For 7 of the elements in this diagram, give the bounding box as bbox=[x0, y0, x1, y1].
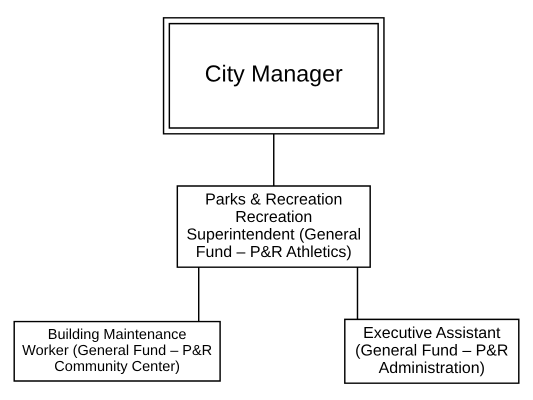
node-box: Executive Assistant (General Fund – P&R Administration) bbox=[344, 318, 520, 384]
connector bbox=[273, 134, 274, 186]
connector bbox=[356, 266, 358, 319]
node-box: Building Maintenance Worker (General Fund – P&R Community Center) bbox=[13, 320, 221, 382]
connector bbox=[198, 266, 200, 321]
node-box: Parks & Recreation Recreation Superintendent (General Fund – P&R Athletics) bbox=[176, 184, 371, 268]
node-box: City Manager bbox=[162, 16, 385, 134]
